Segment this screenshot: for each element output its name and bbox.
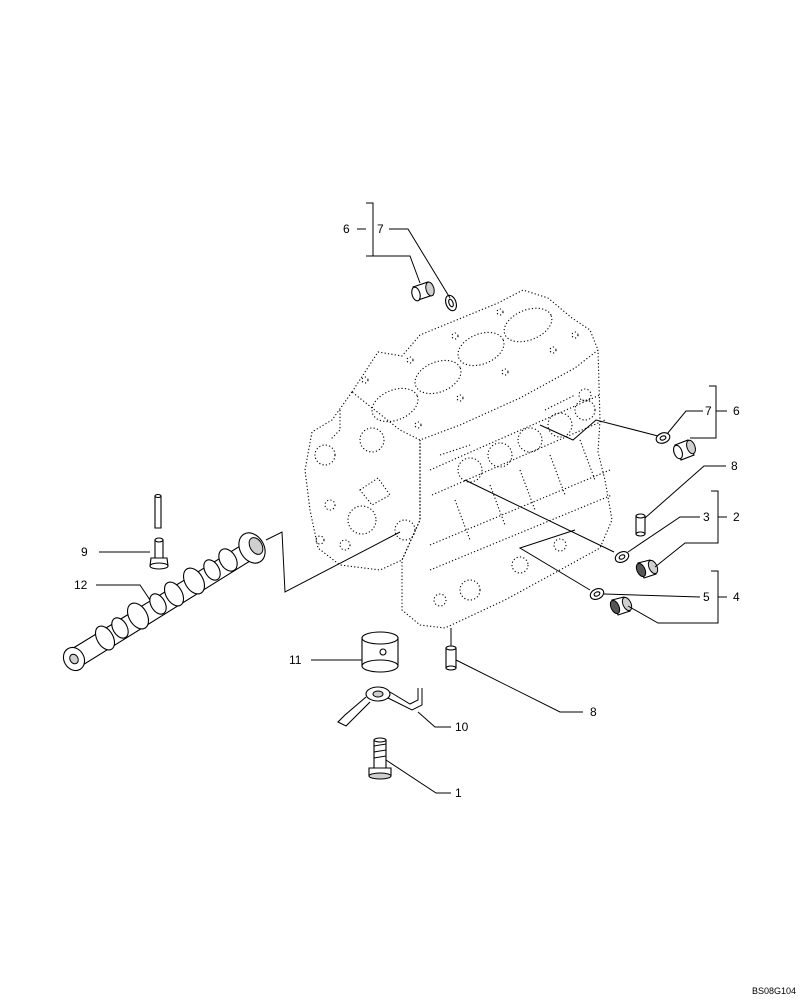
callout-6-top: 6 [343,222,350,236]
callout-10: 10 [455,720,469,734]
callout-3: 3 [703,510,710,524]
tappet [149,537,169,570]
callout-1: 1 [455,786,462,800]
callout-6-right: 6 [733,404,740,418]
seal-ring-top [445,294,457,312]
plug-2 [635,559,659,579]
dowel-pin-bottom [445,645,457,671]
bolt [368,737,392,780]
callout-5: 5 [703,590,710,604]
engine-block [304,289,613,629]
push-rod [154,493,162,529]
nozzle-body [361,631,399,673]
callout-2: 2 [733,510,740,524]
callout-8-bottom: 8 [590,705,597,719]
callout-7-top: 7 [377,222,384,236]
drawing-code: BS08G104 [752,986,796,996]
oil-jet-pipe [337,686,423,727]
camshaft [62,532,266,672]
callout-12: 12 [74,578,88,592]
leader-lines [96,202,727,794]
callout-7-right: 7 [705,404,712,418]
callout-11: 11 [289,653,302,667]
seal-ring-5 [589,588,605,600]
dowel-pin-top [635,513,646,537]
callout-labels: 6 7 7 6 8 3 2 5 4 9 12 11 8 10 1 [74,222,740,800]
plug-right [672,439,696,461]
callout-8-top: 8 [731,459,738,473]
seal-ring-3 [614,551,630,563]
callout-4: 4 [733,590,740,604]
plug-4 [609,596,633,616]
plug-top [411,281,435,302]
callout-9: 9 [81,545,88,559]
seal-ring-right [655,432,671,444]
